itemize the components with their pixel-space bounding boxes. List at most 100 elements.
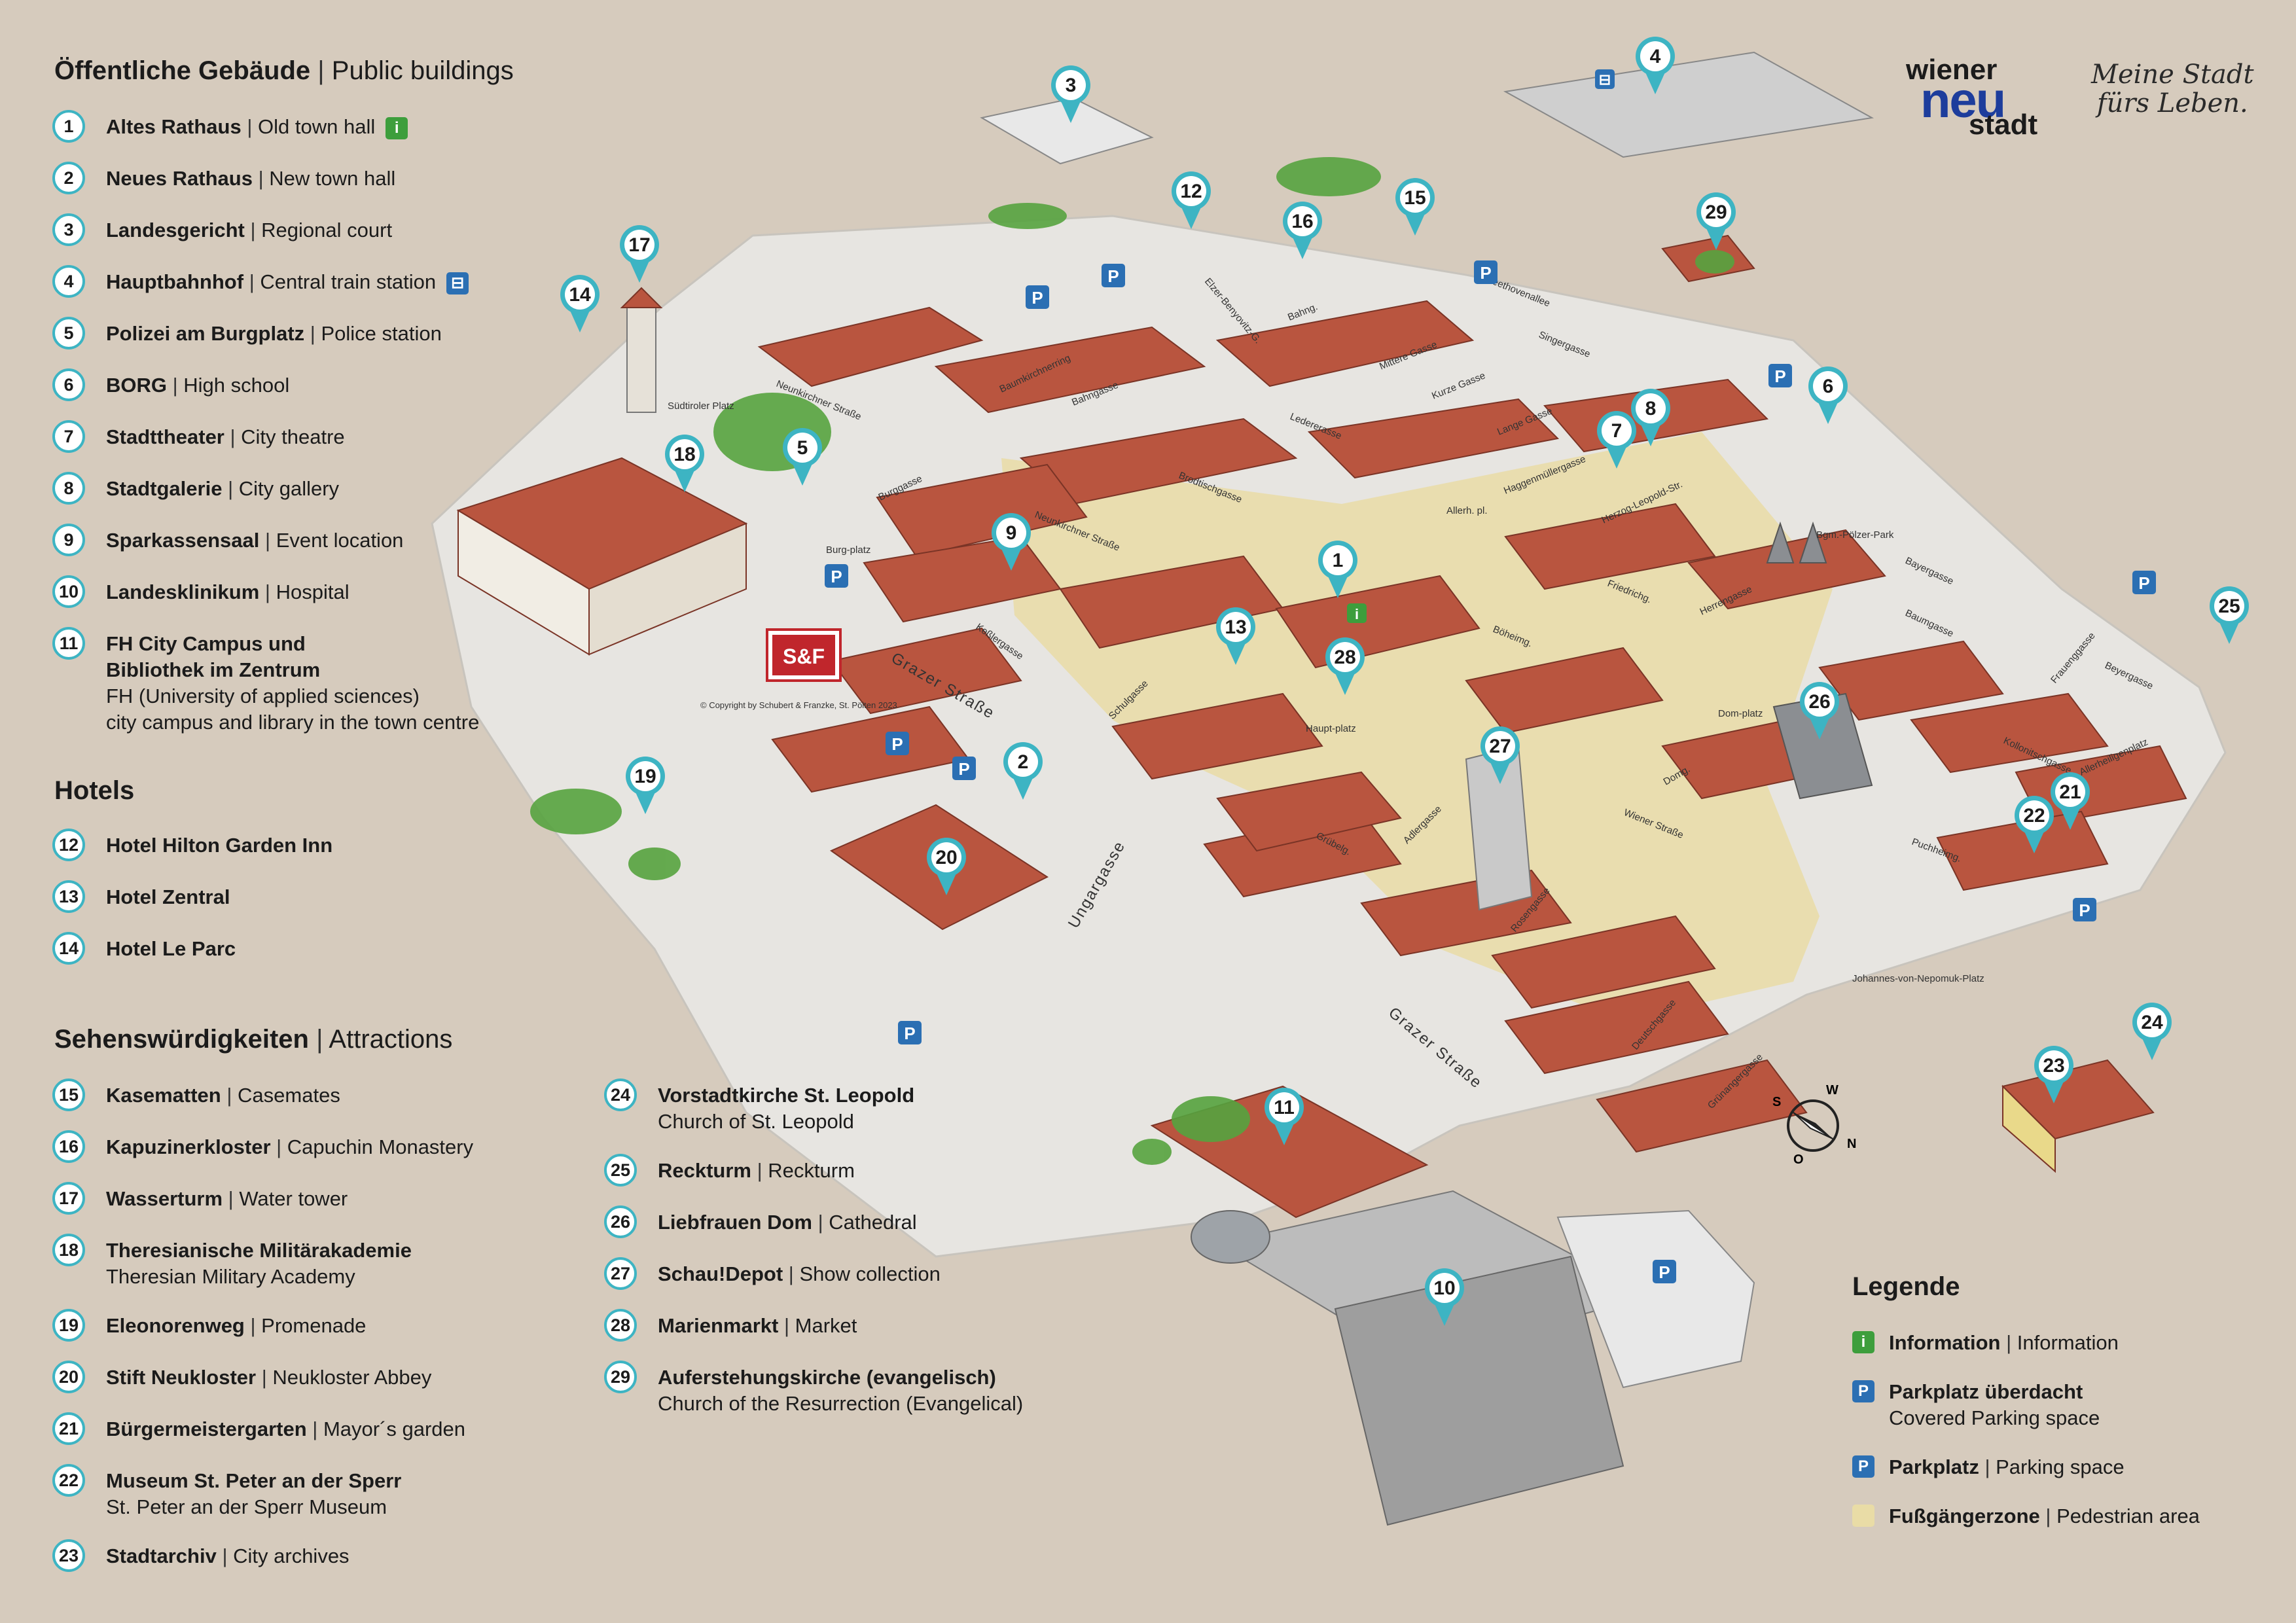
map-pin-17[interactable]: 17 xyxy=(620,225,659,283)
covered-parking-icon: P xyxy=(1768,364,1792,387)
map-pin-label: 13 xyxy=(1225,616,1246,638)
number-badge: 4 xyxy=(52,265,85,298)
map-pin-25[interactable]: 25 xyxy=(2210,586,2249,644)
map-pin-label: 20 xyxy=(935,847,957,868)
number-badge: 25 xyxy=(604,1154,637,1186)
map-pin-22[interactable]: 22 xyxy=(2015,796,2054,853)
map-pin-27[interactable]: 27 xyxy=(1480,726,1520,784)
map-pin-label: 6 xyxy=(1823,376,1834,397)
item-text: Hotel Le Parc xyxy=(106,937,236,960)
item-text: Liebfrauen Dom | Cathedral xyxy=(658,1211,917,1234)
covered-parking-icon: P xyxy=(1026,285,1049,309)
map-pin-11[interactable]: 11 xyxy=(1265,1088,1304,1145)
map-pin-23[interactable]: 23 xyxy=(2034,1046,2073,1103)
svg-text:P: P xyxy=(904,1024,915,1043)
number-badge: 11 xyxy=(52,627,85,660)
list-item: 12 Hotel Hilton Garden Inn xyxy=(52,829,333,861)
svg-text:P: P xyxy=(958,759,969,779)
parking-icon: P xyxy=(886,732,909,755)
legend-heading: Legende xyxy=(1852,1272,1960,1301)
map-pin-7[interactable]: 7 xyxy=(1597,411,1636,469)
map-pin-4[interactable]: 4 xyxy=(1636,37,1675,94)
item-text: Bürgermeistergarten | Mayor´s garden xyxy=(106,1418,466,1440)
map-pin-label: 14 xyxy=(569,284,591,306)
attractions-heading: Sehenswürdigkeiten | Attractions xyxy=(54,1025,453,1054)
map-pin-12[interactable]: 12 xyxy=(1172,171,1211,229)
number-badge: 17 xyxy=(52,1182,85,1215)
map-pin-19[interactable]: 19 xyxy=(626,757,665,814)
map-pin-28[interactable]: 28 xyxy=(1325,637,1365,695)
map-pin-label: 3 xyxy=(1066,75,1077,96)
map-pin-24[interactable]: 24 xyxy=(2132,1003,2172,1060)
map-pin-20[interactable]: 20 xyxy=(927,838,966,895)
number-badge: 6 xyxy=(52,368,85,401)
map-pin-2[interactable]: 2 xyxy=(1003,742,1043,800)
map-pin-label: 16 xyxy=(1291,211,1313,232)
map-pin-label: 5 xyxy=(797,437,808,459)
map-markers: P P P P P P P P P P P ⊟ i xyxy=(825,69,2156,1283)
map-pin-10[interactable]: 10 xyxy=(1425,1268,1464,1326)
item-text: Eleonorenweg | Promenade xyxy=(106,1314,367,1337)
map-pin-16[interactable]: 16 xyxy=(1283,202,1322,259)
number-badge: 13 xyxy=(52,880,85,913)
svg-text:P: P xyxy=(1031,288,1043,308)
slogan-line: Meine Stadt xyxy=(2091,60,2254,90)
map-pin-14[interactable]: 14 xyxy=(560,275,600,332)
item-text: Auferstehungskirche (evangelisch)Church … xyxy=(658,1366,1024,1415)
item-text: Stadtgalerie | City gallery xyxy=(106,477,340,500)
svg-text:S&F: S&F xyxy=(783,645,825,668)
map-pin-label: 15 xyxy=(1404,187,1426,209)
map-pin-26[interactable]: 26 xyxy=(1800,682,1839,740)
number-badge: 21 xyxy=(52,1412,85,1445)
number-badge: 2 xyxy=(52,162,85,194)
number-badge: 16 xyxy=(52,1130,85,1163)
map-pin-18[interactable]: 18 xyxy=(665,435,704,492)
number-badge: 18 xyxy=(52,1234,85,1266)
parking-icon: P xyxy=(2073,898,2096,921)
list-item: 21 Bürgermeistergarten | Mayor´s garden xyxy=(52,1412,473,1445)
item-text: Hotel Hilton Garden Inn xyxy=(106,834,333,857)
map-pin-29[interactable]: 29 xyxy=(1696,192,1736,250)
logo-word-neu: neu xyxy=(1920,73,2006,128)
train-icon: ⊟ xyxy=(1595,69,1615,89)
svg-text:P: P xyxy=(2138,573,2149,593)
map-pin-3[interactable]: 3 xyxy=(1051,65,1090,123)
map-pin-5[interactable]: 5 xyxy=(783,428,822,486)
item-text: Sparkassensaal | Event location xyxy=(106,529,404,552)
item-text: Stift Neukloster | Neukloster Abbey xyxy=(106,1366,432,1389)
map-pin-21[interactable]: 21 xyxy=(2051,772,2090,830)
map-pin-15[interactable]: 15 xyxy=(1395,178,1435,236)
number-badge: 12 xyxy=(52,829,85,861)
logo-word-stadt: stadt xyxy=(1969,109,2038,141)
svg-text:S: S xyxy=(1772,1095,1781,1109)
map-pin-6[interactable]: 6 xyxy=(1808,366,1848,424)
svg-text:P: P xyxy=(891,734,903,754)
svg-text:P: P xyxy=(1480,263,1491,283)
map-pin-1[interactable]: 1 xyxy=(1318,541,1357,598)
map-pin-13[interactable]: 13 xyxy=(1216,607,1255,665)
slogan-logo: Meine Stadt fürs Leben. xyxy=(2091,60,2254,118)
map-pin-8[interactable]: 8 xyxy=(1631,389,1670,446)
map-pin-9[interactable]: 9 xyxy=(992,513,1031,571)
legend-item: Fußgängerzone | Pedestrian area xyxy=(1852,1503,2200,1529)
